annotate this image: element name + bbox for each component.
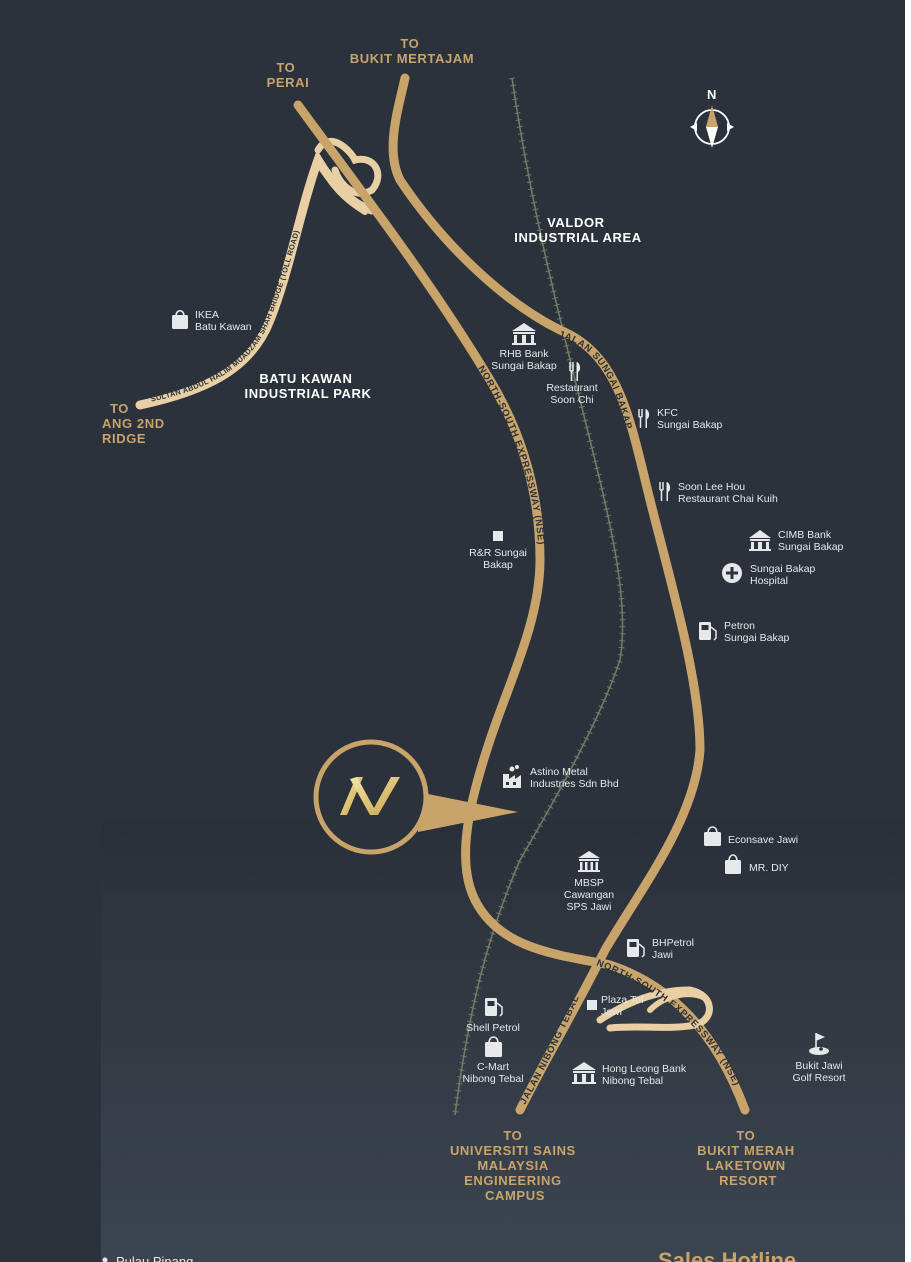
interchange-loop — [314, 138, 382, 197]
nse-expressway — [293, 100, 750, 1115]
area-valdor: VALDOR INDUSTRIAL AREA — [514, 215, 641, 245]
bank-icon — [572, 1062, 596, 1084]
bank-icon — [749, 530, 771, 551]
poi-shell: Shell Petrol — [466, 998, 520, 1034]
south-interchange-ramp — [647, 991, 708, 1013]
bank-icon — [512, 323, 536, 345]
area-batu-kawan: BATU KAWAN INDUSTRIAL PARK — [245, 371, 372, 401]
svg-text:Econsave Jawi: Econsave Jawi — [728, 834, 798, 846]
compass-label: N — [707, 87, 717, 102]
jalan-sungai-bakap — [388, 73, 705, 1115]
footer-left-text: Pulau Pinang — [116, 1254, 193, 1262]
roads — [135, 73, 750, 1115]
fork-knife-icon — [659, 482, 671, 501]
dest-perai: TO PERAI — [267, 60, 310, 90]
poi-econsave: Econsave Jawi — [704, 826, 798, 846]
square-marker-icon — [587, 1000, 597, 1010]
south-interchange — [596, 986, 713, 1032]
footer-strip: Pulau Pinang Sales Hotline — [102, 1248, 796, 1262]
dest-bukit-merah: TO BUKIT MERAH LAKETOWN RESORT — [697, 1128, 799, 1188]
dest-usm: TO UNIVERSITI SAINS MALAYSIA ENGINEERING… — [450, 1128, 580, 1203]
footer-sales-hotline: Sales Hotline — [658, 1248, 796, 1262]
fork-knife-icon — [638, 409, 650, 428]
project-location-marker — [313, 739, 518, 855]
interchange-ramp — [315, 157, 368, 215]
shopping-bag-icon — [172, 309, 188, 329]
project-logo-icon — [340, 777, 400, 815]
location-dot-icon — [102, 1257, 108, 1262]
government-building-icon — [578, 851, 600, 872]
shopping-bag-icon — [485, 1036, 502, 1057]
svg-text:Shell Petrol: Shell Petrol — [466, 1022, 520, 1034]
factory-icon — [503, 765, 521, 788]
square-marker-icon — [493, 531, 503, 541]
dest-ang-2nd-ridge: TO ANG 2ND RIDGE — [102, 401, 169, 446]
map-right-edge — [905, 0, 911, 1262]
fuel-pump-icon — [485, 998, 503, 1017]
shopping-bag-icon — [704, 826, 721, 846]
fuel-pump-icon — [699, 622, 717, 641]
poi-mr-diy: MR. DIY — [725, 854, 789, 874]
fork-knife-icon — [569, 362, 581, 381]
shopping-bag-icon — [725, 854, 741, 874]
fuel-pump-icon — [627, 939, 645, 958]
svg-text:MR. DIY: MR. DIY — [749, 862, 789, 874]
north-compass: N — [690, 87, 734, 148]
golf-icon — [809, 1033, 829, 1055]
hospital-icon — [722, 563, 742, 583]
dest-bukit-mertajam: TO BUKIT MERTAJAM — [350, 36, 474, 66]
